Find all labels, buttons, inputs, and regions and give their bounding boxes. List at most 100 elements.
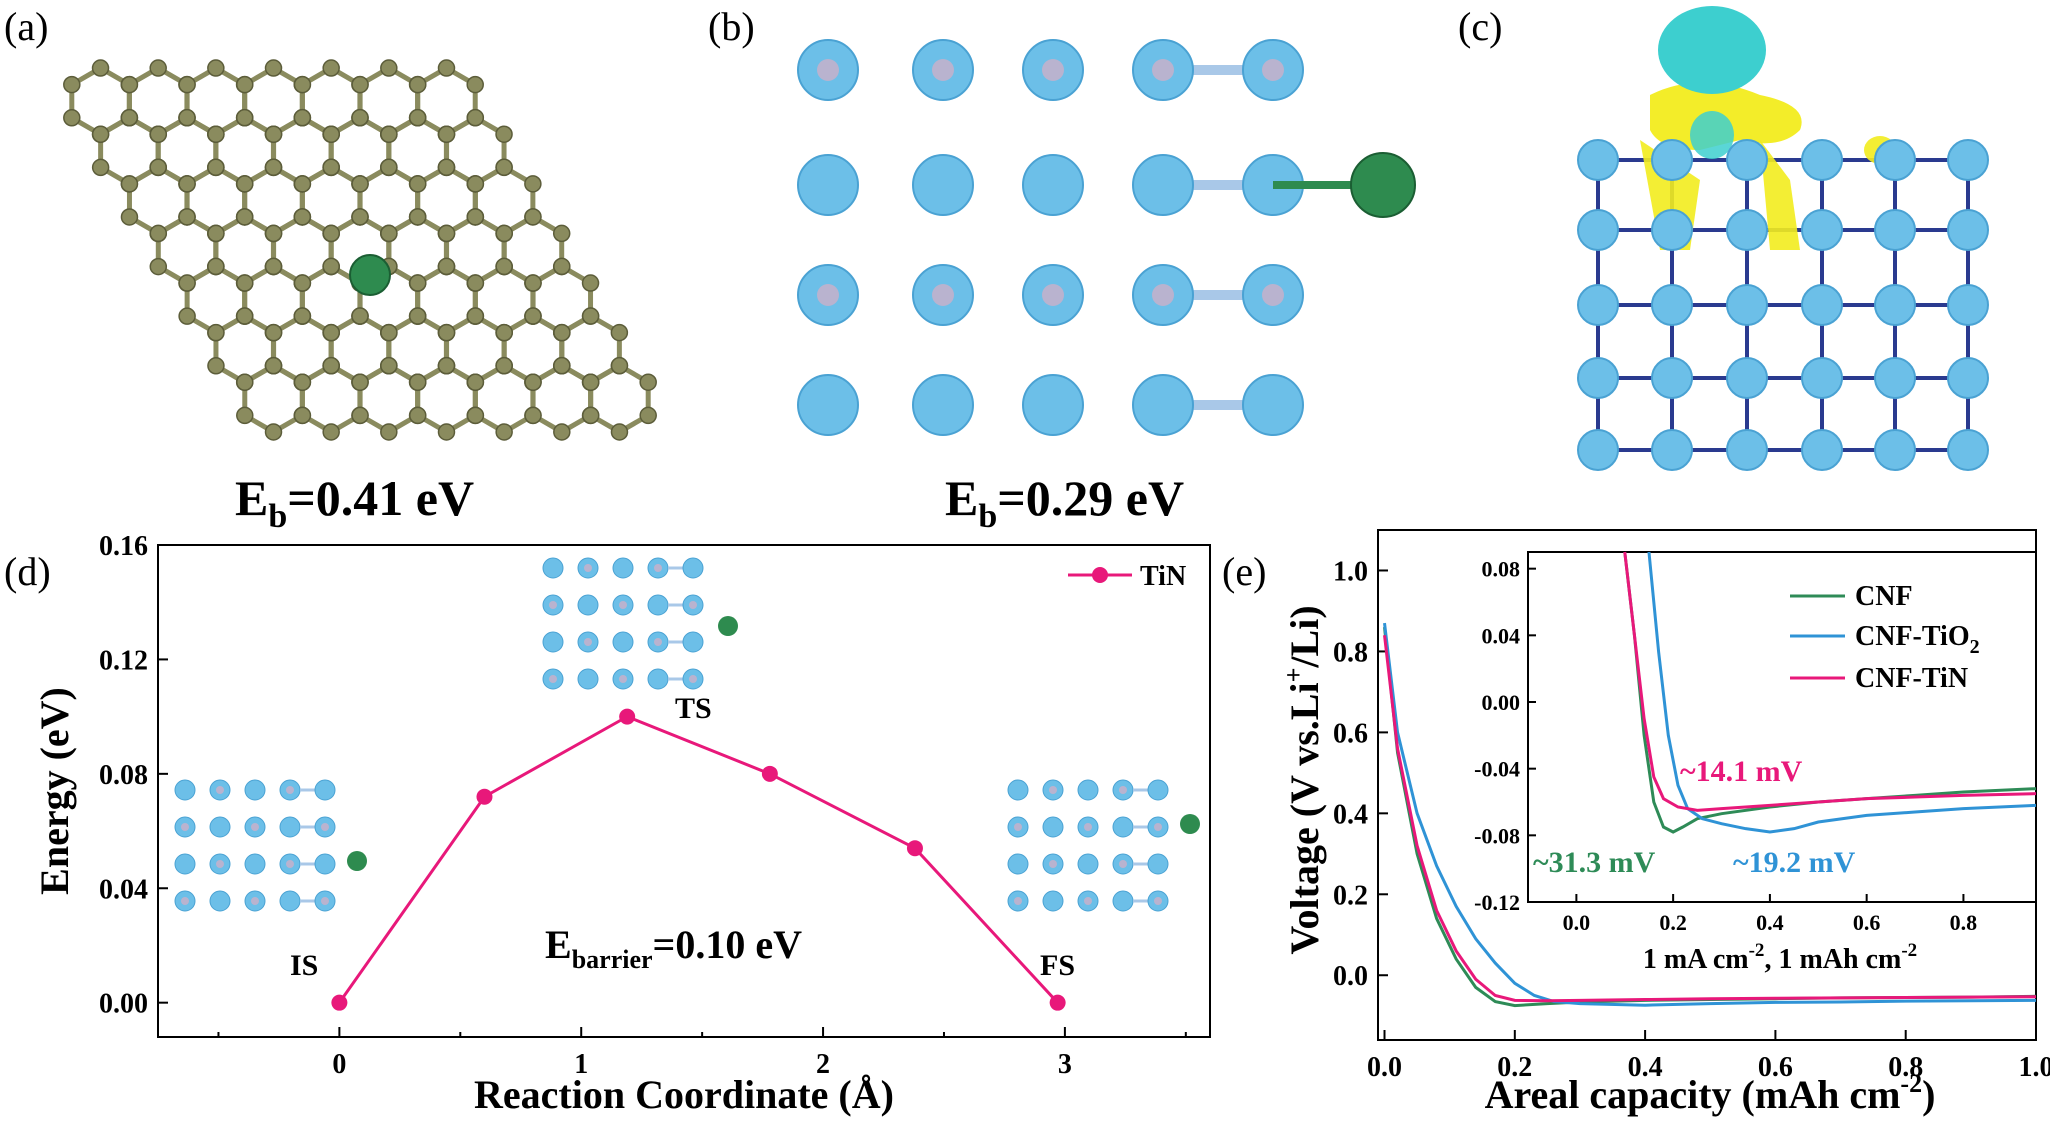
panel-d-label: (d)	[4, 549, 51, 594]
carbon-atom	[610, 323, 629, 342]
carbon-atom	[322, 125, 341, 143]
ti-atom	[1874, 284, 1916, 326]
ti-atom	[1947, 209, 1989, 251]
inset-x-tick-label: 0.0	[1563, 910, 1591, 935]
carbon-atom	[524, 307, 542, 325]
y-tick-label: 0.12	[99, 645, 148, 676]
carbon-atom	[91, 158, 110, 177]
ti-atom	[1947, 284, 1989, 326]
carbon-atom	[264, 59, 283, 77]
carbon-atom	[264, 356, 283, 375]
carbon-atom	[293, 75, 312, 94]
structure-insets	[174, 557, 1200, 912]
carbon-atom	[409, 175, 427, 193]
plot-frame	[157, 544, 1211, 1038]
x-tick-label: 1	[574, 1049, 588, 1080]
carbon-atom	[495, 323, 514, 342]
n-atom	[689, 601, 697, 609]
carbon-atom	[524, 208, 542, 226]
y-axis-title: Energy (eV)	[32, 687, 77, 895]
carbon-atom	[553, 423, 571, 441]
ti-atom	[577, 668, 599, 690]
x-tick-label: 3	[1058, 1049, 1072, 1080]
n-atom	[689, 675, 697, 683]
carbon-atom	[409, 373, 427, 391]
carbon-atom	[351, 307, 369, 325]
carbon-atom	[524, 175, 542, 193]
y-tick-label: 0.6	[1333, 718, 1368, 749]
carbon-atom	[380, 59, 398, 77]
lithium-atom	[349, 254, 391, 296]
ti-atom	[1042, 816, 1064, 838]
carbon-atom	[293, 274, 312, 292]
y-axis-title: Voltage (V vs.Li+/Li)	[1279, 605, 1327, 954]
n-atom	[1119, 860, 1127, 868]
ti-atom	[244, 853, 266, 875]
inset-y-tick-label: 0.08	[1482, 557, 1521, 582]
carbon-atom	[408, 108, 427, 127]
n-atom	[321, 897, 329, 905]
n-atom	[619, 601, 627, 609]
voltage-curve-2	[1383, 635, 2037, 1003]
carbon-atom	[149, 59, 167, 77]
carbon-atom	[322, 423, 340, 441]
ti-atom	[209, 816, 231, 838]
ti-atom	[797, 154, 859, 216]
n-atom	[932, 59, 954, 81]
ti-atom	[279, 816, 301, 838]
carbon-atom	[264, 224, 283, 243]
carbon-atom	[293, 373, 312, 391]
ti-atom	[1577, 209, 1619, 251]
inset-y-tick-label: -0.12	[1474, 890, 1520, 915]
ti-atom	[912, 374, 974, 436]
carbon-atom	[236, 75, 254, 94]
n-atom	[1049, 786, 1057, 794]
n-atom	[1262, 59, 1284, 81]
x-tick-label: 0.4	[1628, 1052, 1663, 1083]
carbon-atom	[408, 208, 427, 226]
n-atom	[286, 786, 294, 794]
charge-region	[1760, 140, 1800, 250]
ti-atom	[1726, 429, 1768, 471]
n-atom	[1154, 823, 1162, 831]
inset-x-tick-label: 0.4	[1756, 910, 1784, 935]
ti-atom	[1801, 209, 1843, 251]
ti-atom	[1726, 357, 1768, 399]
n-atom	[584, 638, 592, 646]
carbon-atom	[380, 356, 398, 375]
carbon-atom	[552, 224, 571, 243]
ti-atom	[1874, 209, 1916, 251]
ti-atom	[174, 779, 196, 801]
lithium-atom	[347, 851, 367, 871]
ti-atom	[577, 594, 599, 616]
carbon-atom	[380, 224, 398, 243]
ti-atom	[1077, 779, 1099, 801]
carbon-atom	[322, 356, 340, 375]
cnf-tio2-overpotential: ~19.2 mV	[1733, 846, 1856, 879]
is-label: IS	[290, 949, 318, 982]
ti-atom	[1112, 816, 1134, 838]
panel-b-label: (b)	[708, 4, 755, 49]
carbon-atom	[581, 406, 600, 425]
carbon-atom	[437, 59, 456, 77]
carbon-atom	[120, 208, 139, 226]
carbon-atom	[437, 158, 456, 176]
ti-atom	[1651, 429, 1693, 471]
inset-frame	[1527, 551, 2037, 903]
carbon-atom	[524, 373, 542, 391]
inset-y-tick-label: 0.04	[1482, 623, 1521, 648]
carbon-atom	[63, 109, 81, 127]
carbon-atom	[322, 224, 341, 243]
carbon-atom	[610, 423, 629, 441]
carbon-atom	[207, 357, 225, 375]
x-tick-label: 0.8	[1888, 1052, 1923, 1083]
carbon-atom	[149, 158, 167, 176]
inset-y-tick-label: 0.00	[1482, 690, 1521, 715]
carbon-atom	[639, 373, 657, 391]
n-atom	[1042, 59, 1064, 81]
ti-atom	[1651, 284, 1693, 326]
ti-atom	[1726, 209, 1768, 251]
ti-atom	[1112, 890, 1134, 912]
